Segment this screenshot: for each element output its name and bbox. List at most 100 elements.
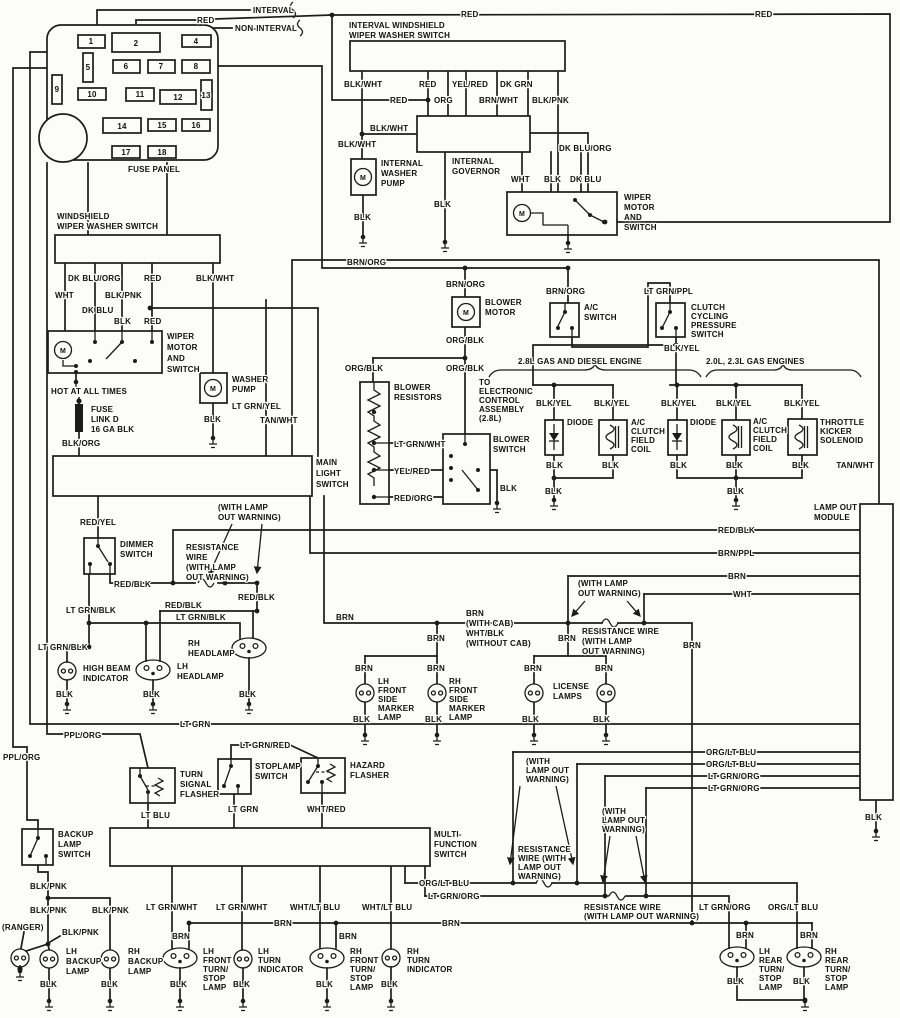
lh-headlamp-title: HEADLAMP [177, 672, 224, 681]
wire-label: LT GRN/WHT [146, 903, 198, 912]
blower-switch-title: SWITCH [493, 445, 526, 454]
wire-label: DK GRN [500, 80, 533, 89]
wiper-motor-switch-title: WIPER [624, 193, 651, 202]
internal-washer-pump-title: PUMP [381, 179, 405, 188]
backup-lamp-switch-box [21, 828, 54, 866]
fuse-number: 11 [136, 90, 145, 99]
brace-2-0l [705, 361, 862, 378]
ac-clutch-coil-box [598, 419, 628, 456]
wire-break-icon [296, 19, 304, 37]
engine-20-label: 2.0L, 2.3L GAS ENGINES [706, 357, 805, 366]
resistance-note: RESISTANCE [518, 845, 571, 854]
diode-label: DIODE [567, 418, 594, 427]
wire-label: BRN/PPL [718, 549, 755, 558]
lamp-out-module-title: MODULE [814, 513, 850, 522]
brace-2-8l [488, 361, 702, 378]
wire-label: LT GRN/ORG [708, 784, 760, 793]
wire-label: PPL/ORG [64, 731, 101, 740]
wires [12, 9, 891, 1001]
main-light-switch-title: SWITCH [316, 480, 349, 489]
wire-label: LT GRN/ORG [708, 772, 760, 781]
lh-rear-ts-title: LH [759, 947, 770, 956]
wire-label: BLK/ORG [62, 439, 100, 448]
wire-label: BLK/PNK [105, 291, 142, 300]
wire-label: BLK [143, 690, 160, 699]
wire-label: BLK [170, 980, 187, 989]
wire-label: BLK/PNK [92, 906, 129, 915]
license-lamp-icon [596, 683, 616, 703]
ac-coil-title: COIL [753, 444, 773, 453]
wire-label: BLK [434, 200, 451, 209]
wire-label: BLK [425, 715, 442, 724]
wire-label: BLK/YEL [716, 399, 752, 408]
wire-label: LT GRN/RED [240, 741, 290, 750]
ac-coil-title: FIELD [631, 436, 655, 445]
wire-label: PPL/ORG [3, 753, 40, 762]
wire-label: BLK [545, 487, 562, 496]
resistance-note: WIRE [186, 553, 208, 562]
wire-label: RED/BLK [238, 593, 275, 602]
hazard-title: HAZARD [350, 761, 385, 770]
lh-front-side-marker-lamp-icon [355, 683, 375, 703]
lh-rear-ts-title: LAMP [759, 983, 783, 992]
fuse-number: 6 [124, 62, 129, 71]
fuse-number: 15 [157, 121, 167, 130]
lh-rear-ts-title: TURN/ [759, 965, 785, 974]
main-light-switch-box [52, 455, 313, 497]
windshield-wiper-title: WINDSHIELD [57, 212, 110, 221]
fuse-panel: 1 2 4 5 6 7 8 9 10 11 12 13 14 15 16 17 … [38, 24, 219, 175]
wiper-motor-switch-title: AND [624, 213, 642, 222]
multi-function-title: SWITCH [434, 850, 467, 859]
dimmer-title: DIMMER [120, 540, 154, 549]
wire-label: BRN [339, 932, 357, 941]
rh-front-ts-title: STOP [350, 974, 373, 983]
rh-headlamp-title: RH [188, 639, 200, 648]
ground-icon [432, 732, 442, 746]
wiper-motor-switch-title: MOTOR [167, 343, 198, 352]
rh-rear-ts-title: TURN/ [825, 965, 851, 974]
resistance-note: RESISTANCE [186, 543, 239, 552]
lh-turn-ind-title: LH [258, 947, 269, 956]
diode-label: DIODE [690, 418, 717, 427]
warning-note: WARNING) [602, 825, 645, 834]
fuse-link-label: FUSE [91, 405, 114, 414]
backup-switch-title: BACKUP [58, 830, 94, 839]
ground-icon [105, 998, 115, 1012]
main-light-switch-title: LIGHT [316, 469, 341, 478]
resistance-note: OUT WARNING) [186, 573, 249, 582]
fuse-number: 17 [121, 148, 131, 157]
rh-backup-title: RH [128, 947, 140, 956]
lh-front-ts-title: STOP [203, 974, 226, 983]
cab-note: (WITHOUT CAB) [466, 639, 531, 648]
wire-label: BRN [683, 641, 701, 650]
fuse-number: 9 [55, 85, 60, 94]
wire-label: BRN [558, 634, 576, 643]
wire-label: YEL/RED [452, 80, 488, 89]
wire-label: BLK [727, 977, 744, 986]
wire-label: BLK/WHT [370, 124, 408, 133]
wire-label: BLK [40, 980, 57, 989]
ground-icon [386, 998, 396, 1012]
lh-backup-title: BACKUP [66, 957, 102, 966]
wire-label: BRN/ORG [546, 287, 585, 296]
throttle-kicker-title: KICKER [820, 427, 852, 436]
warning-note: OUT WARNING) [578, 589, 641, 598]
washer-pump-title: WASHER [232, 375, 268, 384]
windshield-wiper-switch-box [54, 234, 221, 264]
wire-label: LT GRN/BLK [176, 613, 226, 622]
lh-marker-title: MARKER [378, 704, 414, 713]
wire-label: BLK [593, 715, 610, 724]
wire-label: DK BLU [570, 175, 601, 184]
warning-note: LAMP OUT [602, 816, 645, 825]
wire-label: RED/BLK [718, 526, 755, 535]
interval-wiper-title: WIPER WASHER SWITCH [349, 31, 450, 40]
ground-icon [15, 968, 25, 982]
warning-arrows [208, 523, 648, 884]
rh-turn-ind-title: INDICATOR [407, 965, 453, 974]
multi-function-switch-box [109, 827, 431, 867]
ground-icon [731, 497, 741, 511]
wire-label: BLK [544, 175, 561, 184]
rh-front-turn-stop-lamp-icon [309, 947, 345, 969]
internal-governor-title: INTERNAL [452, 157, 494, 166]
lh-front-ts-title: FRONT [203, 956, 232, 965]
